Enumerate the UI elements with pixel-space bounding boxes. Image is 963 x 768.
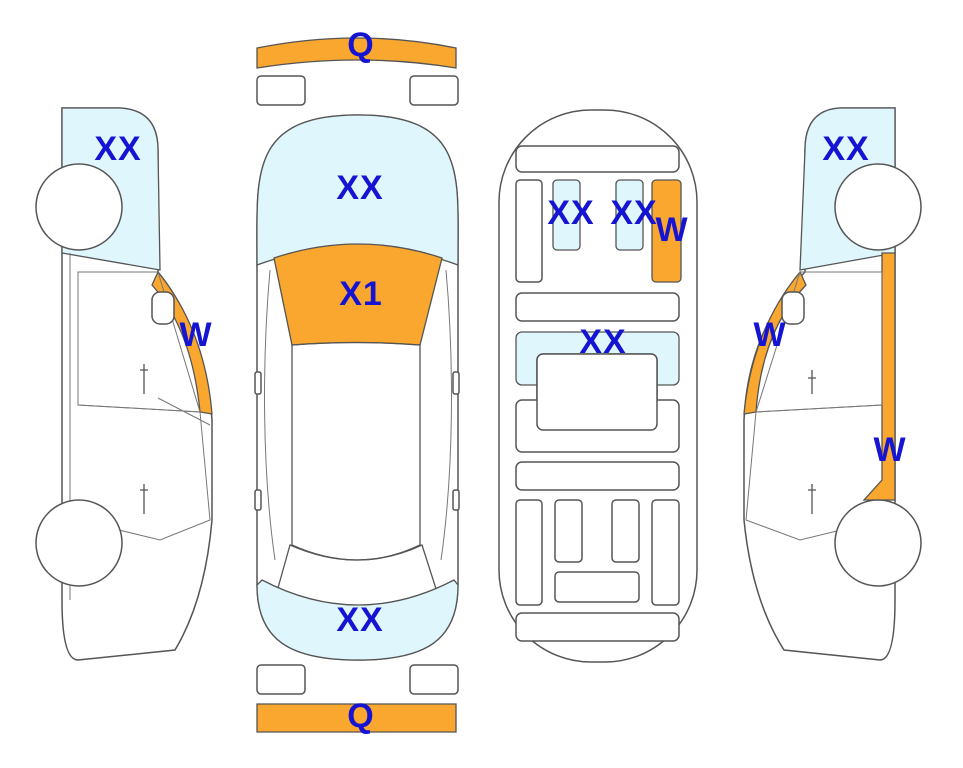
left-side-mirror — [151, 291, 175, 325]
label-right-b-pillar: W — [873, 431, 906, 469]
front-light-right — [409, 75, 459, 106]
label-right-a-pillar: W — [753, 316, 786, 354]
label-left-a-pillar: W — [179, 316, 212, 354]
left-handle — [254, 489, 262, 511]
front-bumper — [256, 37, 457, 69]
right-front-wheel — [834, 163, 922, 251]
left-door-handle-1 — [140, 364, 148, 394]
label-front-bumper: Q — [347, 26, 374, 64]
right-rear-wheel — [834, 499, 922, 587]
front-light-left — [256, 75, 306, 106]
left-door-lower — [77, 404, 211, 541]
right-side-view — [743, 107, 922, 661]
underbody-view — [498, 109, 698, 663]
label-trunk: XX — [336, 601, 383, 639]
label-right-front-fender: XX — [822, 130, 869, 168]
right-side-mirror — [781, 291, 805, 325]
underbody-rear-slot-1 — [554, 499, 583, 563]
left-door-line — [264, 269, 276, 561]
underbody-rear-bar — [515, 612, 680, 642]
underbody-tank-overlay — [536, 353, 658, 431]
right-handle — [452, 489, 460, 511]
right-door-lower — [745, 404, 883, 541]
label-floor-right-rail: W — [655, 211, 688, 249]
left-rear-wheel — [35, 499, 123, 587]
rear-bumper — [256, 703, 457, 733]
underbody-bar-4 — [515, 461, 680, 491]
top-view — [254, 37, 460, 733]
left-side-view — [35, 107, 213, 661]
label-rear-bumper: Q — [347, 697, 374, 735]
label-floor-mid-rail: XX — [610, 194, 657, 232]
label-windshield: X1 — [339, 275, 383, 313]
right-door-line — [440, 269, 452, 561]
damage-labels: Q XX X1 XX Q XX XX W XX XX W XX W W — [94, 26, 906, 735]
underbody-rear-left — [515, 499, 543, 606]
left-window-div — [157, 397, 211, 426]
label-floor-crossmember: XX — [579, 323, 626, 361]
floor-mid-rail — [615, 179, 644, 251]
underbody-bar-2 — [515, 292, 680, 322]
floor-left-rail — [552, 179, 581, 251]
underbody-rear-cross — [554, 571, 640, 603]
right-door-handle-2 — [808, 484, 816, 514]
right-mirror — [452, 371, 460, 395]
left-mirror — [254, 371, 262, 395]
rear-light-left — [256, 664, 306, 695]
label-hood: XX — [336, 169, 383, 207]
trunk — [256, 579, 459, 661]
rear-light-right — [409, 664, 459, 695]
left-door-handle-2 — [140, 484, 148, 514]
underbody-left-strip — [515, 179, 543, 283]
right-door-handle-1 — [808, 370, 816, 394]
underbody-front-bar — [515, 145, 680, 173]
label-floor-left-rail: XX — [547, 194, 594, 232]
label-left-front-fender: XX — [94, 130, 141, 168]
floor-right-rail — [651, 179, 682, 283]
underbody-rear-right — [651, 499, 680, 606]
underbody-rear-slot-2 — [611, 499, 640, 563]
left-front-wheel — [35, 163, 123, 251]
